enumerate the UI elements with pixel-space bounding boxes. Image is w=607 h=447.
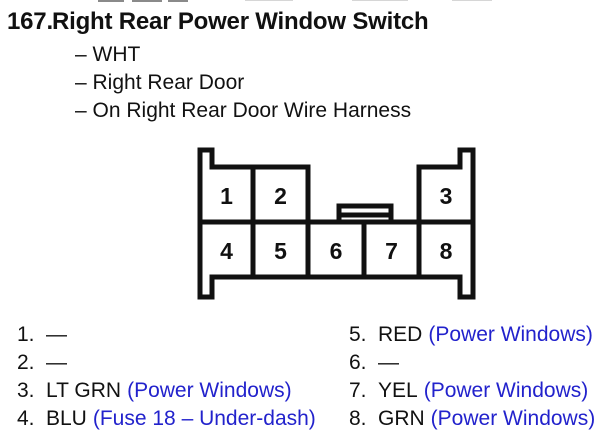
scan-artifact: [168, 0, 188, 2]
pin-row-5: 5. RED (Power Windows): [349, 321, 595, 349]
scan-artifact: [245, 0, 293, 1]
pin-number: 2.: [17, 351, 35, 374]
pin-note: (Power Windows): [428, 323, 593, 346]
connector-latch: [336, 203, 394, 222]
scan-artifact: [132, 0, 162, 2]
pin-note: (Power Windows): [127, 379, 292, 402]
pin-row-8: 8. GRN (Power Windows): [349, 405, 595, 433]
pin-wire-color: RED: [378, 323, 423, 346]
connector-pin-1: 1: [220, 183, 233, 209]
pin-number: 8.: [349, 407, 367, 430]
pin-list-left: 1. — 2. — 3. LT GRN (Power Windows) 4. B…: [17, 321, 316, 433]
detail-line: – Right Rear Door: [75, 71, 245, 94]
pin-wire-color: BLU: [46, 407, 87, 430]
item-number: 167.: [7, 8, 53, 35]
connector-pin-5: 5: [274, 238, 287, 264]
scan-artifact: [452, 0, 492, 1]
title-row: 167. Right Rear Power Window Switch: [7, 8, 429, 36]
pin-row-2: 2. —: [17, 349, 316, 377]
connector-pin-6: 6: [330, 238, 343, 264]
page-title: Right Rear Power Window Switch: [52, 8, 429, 35]
scan-artifact: [352, 0, 408, 1]
pin-row-3: 3. LT GRN (Power Windows): [17, 377, 316, 405]
pin-row-1: 1. —: [17, 321, 316, 349]
pin-note: (Fuse 18 – Under-dash): [92, 407, 316, 430]
pin-wire-color: YEL: [378, 379, 418, 402]
pin-row-6: 6. —: [349, 349, 595, 377]
pin-number: 1.: [17, 323, 35, 346]
connector-pin-8: 8: [440, 238, 453, 264]
detail-list: – WHT – Right Rear Door – On Right Rear …: [75, 41, 411, 125]
pin-note: (Power Windows): [423, 379, 589, 402]
pin-wire-color: GRN: [378, 407, 425, 430]
connector-pin-3: 3: [440, 183, 453, 209]
scan-artifact: [98, 0, 124, 2]
pin-number: 5.: [349, 323, 367, 346]
pin-number: 3.: [17, 379, 35, 402]
connector-outline: [197, 147, 476, 300]
pin-list-right: 5. RED (Power Windows) 6. — 7. YEL (Powe…: [349, 321, 595, 433]
connector-pin-4: 4: [220, 238, 233, 264]
pin-number: 4.: [17, 407, 35, 430]
connector-pin-2: 2: [274, 183, 287, 209]
pin-row-4: 4. BLU (Fuse 18 – Under-dash): [17, 405, 316, 433]
pin-note: (Power Windows): [430, 407, 596, 430]
detail-line: – WHT: [75, 43, 141, 66]
detail-line: – On Right Rear Door Wire Harness: [75, 99, 412, 122]
connector-pin-7: 7: [385, 238, 398, 264]
pin-row-7: 7. YEL (Power Windows): [349, 377, 595, 405]
connector-diagram: 1 2 3 4 5 6 7 8: [197, 147, 476, 300]
pin-wire-color: —: [46, 351, 67, 374]
pin-number: 7.: [349, 379, 367, 402]
pin-wire-color: LT GRN: [46, 379, 122, 402]
pin-number: 6.: [349, 351, 367, 374]
pin-wire-color: —: [46, 323, 67, 346]
pin-wire-color: —: [378, 351, 399, 374]
